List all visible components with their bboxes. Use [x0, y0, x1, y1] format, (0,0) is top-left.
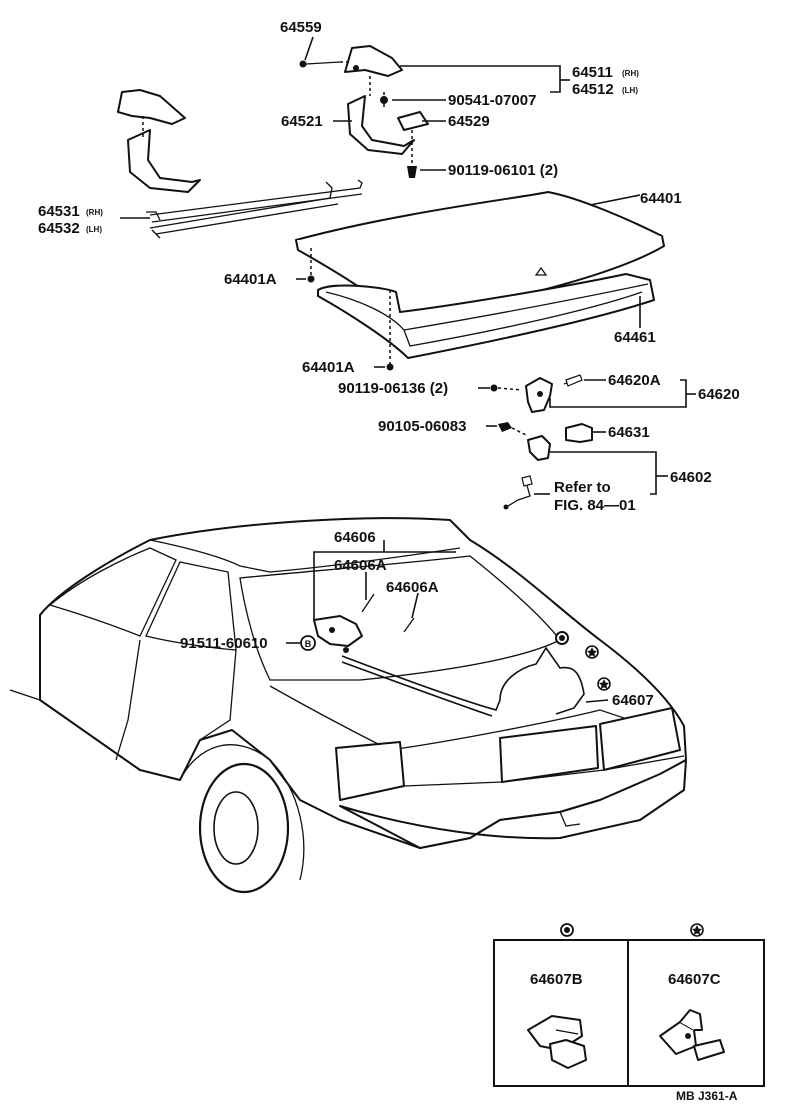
label-64521: 64521 — [281, 113, 323, 130]
label-64531: 64531 — [38, 203, 80, 220]
label-64532-side: (LH) — [86, 225, 102, 234]
vehicle-body-drawing — [9, 517, 687, 894]
leader-lines — [120, 36, 696, 703]
marker-b-text: B — [305, 639, 312, 649]
label-64401: 64401 — [640, 190, 682, 207]
label-64531-side: (RH) — [86, 208, 103, 217]
luggage-hinge-left-drawing — [117, 89, 201, 193]
label-64512-side: (LH) — [622, 86, 638, 95]
torsion-bar-drawing — [146, 179, 363, 239]
label-64606a-1: 64606A — [334, 557, 387, 574]
refer-to-text: Refer to — [554, 479, 611, 496]
clamp-inset: 64607B 64607C MB J361-A — [493, 923, 765, 1103]
label-64532: 64532 — [38, 220, 80, 237]
label-64620: 64620 — [698, 386, 740, 403]
label-64602: 64602 — [670, 469, 712, 486]
luggage-hinge-right-drawing — [299, 45, 429, 178]
refer-fig-text: FIG. 84—01 — [554, 497, 636, 514]
label-64401a-top: 64401A — [224, 271, 277, 288]
label-90119-06101: 90119-06101 (2) — [448, 162, 558, 179]
diagram-code: MB J361-A — [676, 1089, 738, 1103]
label-90541-07007: 90541-07007 — [448, 92, 536, 109]
lock-assembly-drawing — [490, 374, 593, 510]
label-64620a: 64620A — [608, 372, 661, 389]
label-90105-06083: 90105-06083 — [378, 418, 466, 435]
label-64631: 64631 — [608, 424, 650, 441]
label-64607c: 64607C — [668, 971, 721, 988]
label-64461: 64461 — [614, 329, 656, 346]
label-64401a-bottom: 64401A — [302, 359, 355, 376]
label-90119-06136: 90119-06136 (2) — [338, 380, 448, 397]
part-labels: 64559 64511 (RH) 64512 (LH) 90541-07007 … — [38, 19, 740, 709]
label-64511: 64511 — [572, 64, 613, 81]
clamp-c-drawing — [659, 1009, 725, 1061]
clamp-b-drawing — [527, 1015, 587, 1069]
lock-release-lever-drawing: B — [300, 593, 415, 653]
label-64512: 64512 — [572, 81, 614, 98]
label-64606: 64606 — [334, 529, 376, 546]
label-91511-60610: 91511-60610 — [180, 635, 268, 652]
label-64607b: 64607B — [530, 971, 583, 988]
cushion-drawing — [307, 248, 394, 371]
label-64606a-2: 64606A — [386, 579, 439, 596]
label-64529: 64529 — [448, 113, 490, 130]
weatherstrip-drawing — [317, 273, 655, 359]
label-64559: 64559 — [280, 19, 322, 36]
label-64607: 64607 — [612, 692, 654, 709]
opener-cable-drawing — [341, 631, 611, 717]
label-64511-side: (RH) — [622, 69, 639, 78]
